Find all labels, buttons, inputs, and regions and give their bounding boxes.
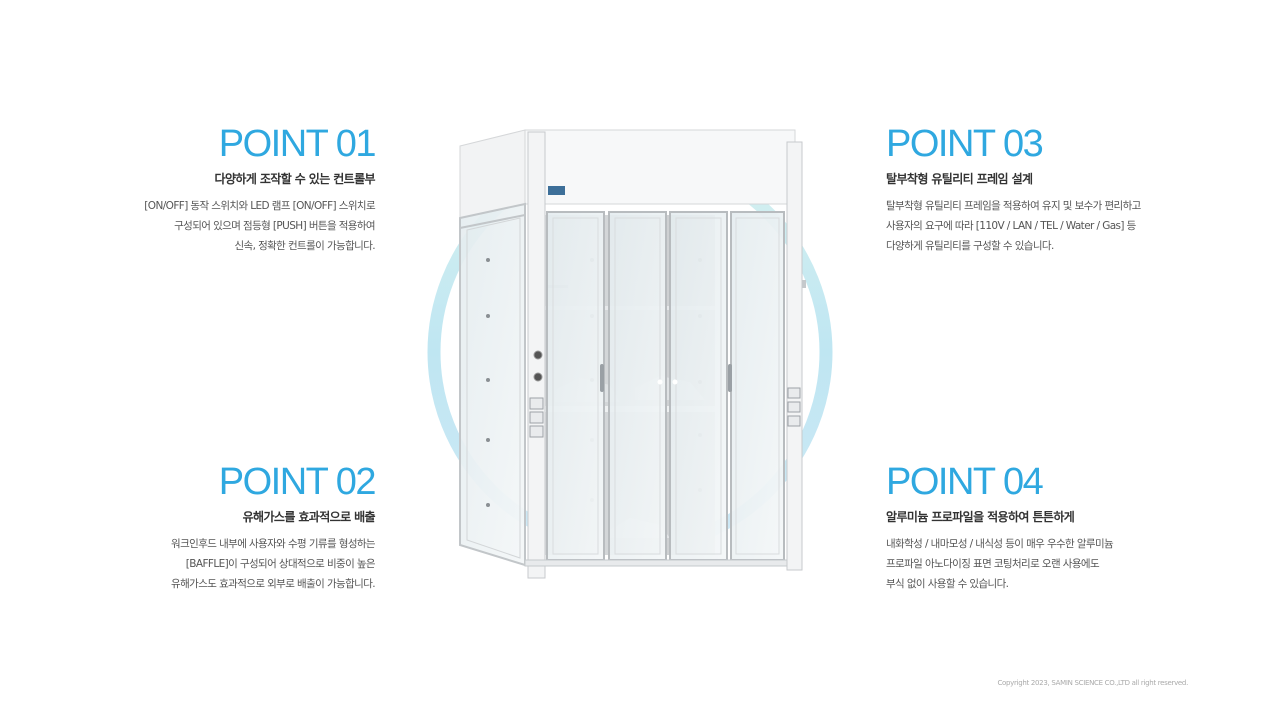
point-04-line: 부식 없이 사용할 수 있습니다.	[886, 578, 1009, 590]
point-01: POINT 01 다양하게 조작할 수 있는 컨트롤부 [ON/OFF] 동작 …	[45, 123, 377, 256]
point-02-line: 워크인후드 내부에 사용자와 수평 기류를 형성하는	[171, 538, 376, 550]
point-02-subtitle: 유해가스를 효과적으로 배출	[242, 510, 376, 524]
control-label-plate	[548, 186, 565, 195]
hood-top-side	[459, 129, 526, 219]
switch-button	[533, 350, 543, 360]
point-03-line: 다양하게 유틸리티를 구성할 수 있습니다.	[886, 240, 1054, 252]
copyright-notice: Copyright 2023, SAMIN SCIENCE CO.,LTD al…	[997, 679, 1188, 687]
point-04-line: 프로파일 아노다이징 표면 코팅처리로 오랜 사용에도	[886, 558, 1100, 570]
point-03: POINT 03 탈부착형 유틸리티 프레임 설계 탈부착형 유틸리티 프레임을…	[886, 124, 1216, 256]
point-03-body: 탈부착형 유틸리티 프레임을 적용하여 유지 및 보수가 편리하고 사용자의 요…	[886, 196, 1216, 256]
point-01-line: 구성되어 있으며 점등형 [PUSH] 버튼을 적용하여	[174, 220, 375, 232]
point-03-subtitle: 탈부착형 유틸리티 프레임 설계	[886, 172, 1033, 186]
right-frame-column	[786, 141, 803, 571]
point-03-line: 탈부착형 유틸리티 프레임을 적용하여 유지 및 보수가 편리하고	[886, 200, 1141, 212]
point-03-line: 사용자의 요구에 따라 [110V / LAN / TEL / Water / …	[886, 220, 1136, 232]
walk-in-hood-illustration	[427, 129, 833, 579]
point-04-title: POINT 04	[886, 461, 1044, 503]
switch-button	[533, 372, 543, 382]
point-01-line: 신속, 정확한 컨트롤이 가능합니다.	[234, 240, 375, 252]
sash-doors	[546, 211, 785, 561]
point-01-body: [ON/OFF] 동작 스위치와 LED 램프 [ON/OFF] 스위치로 구성…	[45, 196, 375, 256]
point-04-body: 내화학성 / 내마모성 / 내식성 등이 매우 우수한 알루미늄 프로파일 아노…	[886, 534, 1216, 594]
point-04: POINT 04 알루미늄 프로파일을 적용하여 튼튼하게 내화학성 / 내마모…	[886, 462, 1216, 594]
point-02-body: 워크인후드 내부에 사용자와 수평 기류를 형성하는 [BAFFLE]이 구성되…	[45, 534, 376, 594]
point-01-title: POINT 01	[218, 123, 377, 165]
point-02-title: POINT 02	[218, 461, 377, 503]
point-02-line: [BAFFLE]이 구성되어 상대적으로 비중이 높은	[185, 558, 376, 570]
left-side-glass	[459, 202, 526, 567]
point-01-line: [ON/OFF] 동작 스위치와 LED 램프 [ON/OFF] 스위치로	[144, 200, 375, 212]
point-04-subtitle: 알루미늄 프로파일을 적용하여 튼튼하게	[886, 510, 1075, 524]
point-01-subtitle: 다양하게 조작할 수 있는 컨트롤부	[214, 172, 376, 186]
hood-top-front	[524, 129, 796, 205]
point-04-line: 내화학성 / 내마모성 / 내식성 등이 매우 우수한 알루미늄	[886, 538, 1114, 550]
bottom-rail	[524, 559, 788, 567]
utility-outlets	[529, 397, 544, 438]
point-03-title: POINT 03	[886, 123, 1044, 165]
point-02: POINT 02 유해가스를 효과적으로 배출 워크인후드 내부에 사용자와 수…	[45, 461, 377, 594]
utility-outlets	[787, 387, 801, 427]
point-02-line: 유해가스도 효과적으로 외부로 배출이 가능합니다.	[171, 578, 376, 590]
